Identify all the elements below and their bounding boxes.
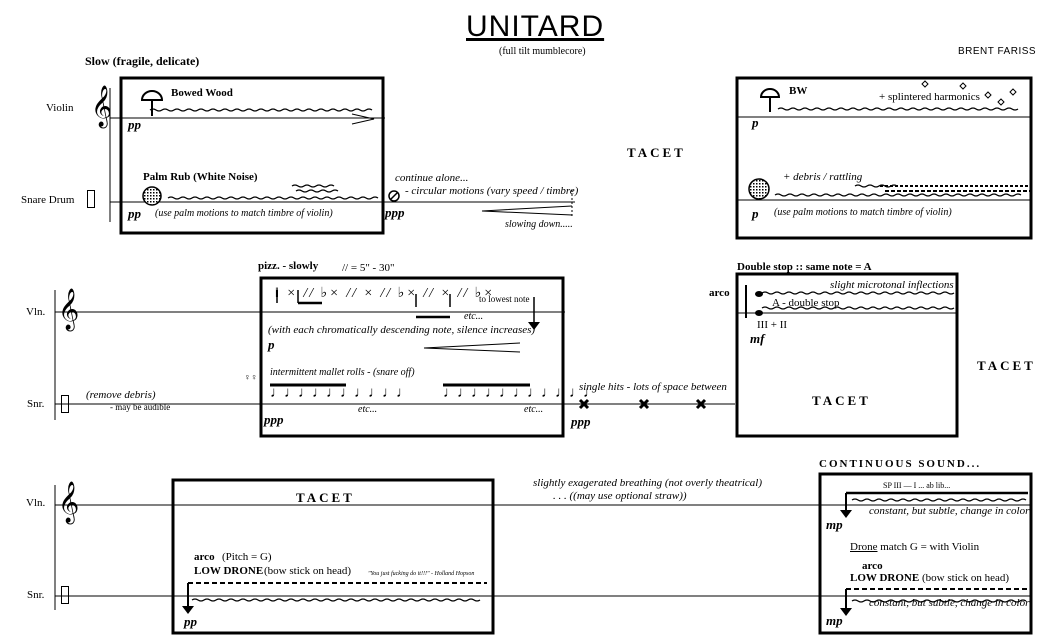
snare-drum-label: Snare Drum: [21, 194, 75, 206]
snr-label-3: Snr.: [27, 589, 45, 601]
palm-rub-label: Palm Rub (White Noise): [143, 171, 258, 183]
bowed-wood-icon: [140, 90, 164, 101]
continue-alone-text: continue alone...: [395, 172, 469, 184]
arco-label-2: arco: [709, 287, 730, 299]
roll-notes-1: ♩♩♩♩♩♩♩♩♩♩: [270, 385, 411, 401]
percussion-clef-icon: [87, 190, 95, 208]
bow-stick-text-2: (bow stick on head): [922, 572, 1010, 584]
mallet-rolls-text: intermittent mallet rolls - (snare off): [270, 367, 415, 378]
tacet-label-3: TACET: [296, 490, 355, 505]
slowing-down-text: slowing down.....: [505, 219, 573, 230]
tacet-label-inner: TACET: [812, 393, 871, 408]
bow-stick-text: (bow stick on head): [264, 565, 352, 577]
tempo-marking: Slow (fragile, delicate): [85, 54, 200, 68]
tacet-label-1: TACET: [627, 145, 686, 160]
low-drone-label-2: LOW DRONE: [850, 572, 920, 584]
system3-box-left: [171, 478, 495, 635]
low-drone-label: LOW DRONE: [194, 565, 264, 577]
dynamic-mp-2: mp: [826, 613, 843, 628]
treble-clef-icon-3: 𝄞: [58, 482, 80, 522]
dynamic-mp-1: mp: [826, 517, 843, 532]
palm-motion-note-2: (use palm motions to match timbre of vio…: [774, 207, 952, 218]
drone-match-text: Drone match G = with Violin: [850, 541, 980, 553]
bowed-wood-label: Bowed Wood: [171, 87, 233, 99]
splintered-harmonics-text: + splintered harmonics: [879, 91, 980, 103]
system3-box-right: [818, 472, 1033, 635]
pizz-notation: ‖ × // ♭× // × // ♭× // × // ♭×: [275, 286, 495, 301]
treble-clef-icon: 𝄞: [91, 86, 113, 127]
lowest-note-text: to lowest note: [479, 294, 530, 304]
quote-text: "You just fucking do it!!!" - Holland Ho…: [368, 571, 475, 577]
bw-icon: [759, 88, 781, 98]
system-3-graphics: [54, 472, 1033, 635]
palm-rub-icon: [142, 186, 162, 206]
circular-motion-text: - circular motions (vary speed / timbre): [405, 185, 579, 197]
mallet-icon: ♀♀: [244, 372, 258, 382]
may-be-audible-text: - may be audible: [110, 402, 171, 412]
dynamic-p-snare: p: [752, 206, 759, 221]
etc-text-1: etc...: [464, 311, 484, 322]
composer-name: BRENT FARISS: [958, 46, 1037, 57]
page-title: UNITARD: [466, 10, 605, 43]
treble-clef-icon-2: 𝄞: [58, 289, 80, 329]
dynamic-mf: mf: [750, 331, 765, 346]
constant-color-text-1: constant, but subtle, change in color: [869, 505, 1030, 517]
tacet-label-right: TACET: [977, 358, 1036, 373]
breathing-text: slightly exagerated breathing (not overl…: [533, 477, 763, 489]
constant-color-text-2: constant, but subtle, change in color: [869, 597, 1030, 609]
system2-box-middle: [259, 276, 565, 438]
etc-text-2: etc...: [358, 404, 378, 415]
dynamic-pp-violin: pp: [128, 117, 141, 132]
bw-label: BW: [789, 85, 808, 97]
vln-label-3: Vln.: [26, 497, 46, 509]
vln-label-2: Vln.: [26, 306, 46, 318]
dynamic-pp-drone: pp: [184, 614, 197, 629]
straw-text: . . . ((may use optional straw)): [553, 490, 687, 502]
system-2-graphics: [54, 272, 959, 438]
arco-label-3: arco: [194, 551, 215, 563]
dynamic-ppp: ppp: [385, 205, 405, 220]
timing-text: // = 5" - 30": [342, 262, 395, 274]
page-subtitle: (full tilt mumblecore): [499, 46, 586, 57]
system1-box-right: [735, 76, 1033, 240]
snr-label-2: Snr.: [27, 398, 45, 410]
system1-box-left: [119, 76, 385, 235]
continuous-sound-label: CONTINUOUS SOUND...: [819, 458, 982, 470]
remove-debris-text: (remove debris): [86, 389, 156, 401]
string-numbers-text: III + II: [757, 319, 788, 331]
debris-icon: [748, 178, 770, 200]
etc-text-3: etc...: [524, 404, 544, 415]
percussion-clef-icon-3: [61, 586, 69, 604]
dynamic-pp-snare: pp: [128, 206, 141, 221]
pizz-text: pizz. - slowly: [258, 260, 319, 272]
dynamic-p-pizz: p: [268, 337, 275, 352]
violin-label: Violin: [46, 102, 74, 114]
debris-rattling-text: + debris / rattling: [783, 171, 863, 183]
dynamic-ppp-hits: ppp: [571, 414, 591, 429]
silence-increases-text: (with each chromatically descending note…: [268, 324, 536, 336]
percussion-clef-icon-2: [61, 395, 69, 413]
sp-text: SP III — I ... ab lib...: [883, 481, 951, 490]
arco-label-4: arco: [862, 560, 883, 572]
system2-box-right: [735, 272, 959, 438]
single-hits-text: single hits - lots of space between: [579, 381, 727, 393]
roll-notes-2: ♩♩♩♩♩♩♩♩♩♩♩: [443, 385, 598, 401]
dynamic-ppp-roll: ppp: [264, 412, 284, 427]
microtonal-text: slight microtonal inflections: [830, 279, 954, 291]
pitch-text: (Pitch = G): [222, 551, 272, 563]
a-double-stop-text: A - double stop: [772, 297, 840, 309]
system-1-graphics: [109, 76, 1033, 240]
double-stop-title: Double stop :: same note = A: [737, 261, 872, 273]
palm-motion-note: (use palm motions to match timbre of vio…: [155, 208, 333, 219]
dynamic-p-violin: p: [752, 115, 759, 130]
